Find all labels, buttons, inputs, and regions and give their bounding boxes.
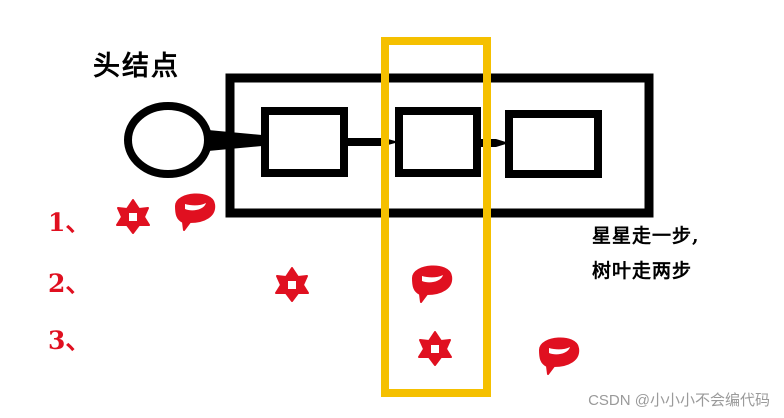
node-box-1 [261, 107, 348, 177]
watermark: CSDN @小小小不会编代码 [588, 392, 770, 409]
note-line-2: 树叶走两步 [592, 260, 693, 282]
leaf-icon [412, 265, 453, 303]
step-label-1: 1、 [48, 208, 91, 237]
list-container [225, 73, 654, 218]
node-box-2 [395, 107, 481, 177]
star-icon [275, 267, 309, 302]
head-node-circle [124, 102, 212, 178]
head-arrow [208, 130, 262, 151]
connector-2 [477, 139, 509, 147]
highlight-column [381, 37, 491, 397]
leaf-icon [539, 337, 580, 375]
step-label-2: 2、 [48, 269, 91, 298]
step-label-3: 3、 [48, 326, 91, 355]
connector-1 [344, 138, 399, 146]
leaf-icon [175, 193, 216, 231]
node-box-3 [505, 110, 602, 178]
note-line-1: 星星走一步, [592, 225, 700, 247]
star-icon [116, 199, 150, 234]
star-icon [418, 331, 452, 366]
head-node-label: 头结点 [93, 51, 180, 82]
